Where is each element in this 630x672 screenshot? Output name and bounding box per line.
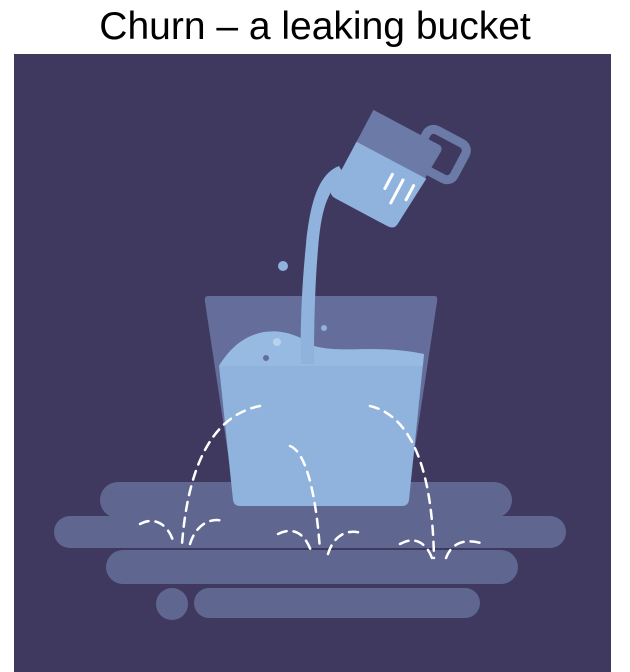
bubble bbox=[273, 338, 281, 346]
bubble bbox=[321, 325, 327, 331]
leaking-bucket-illustration bbox=[14, 54, 611, 672]
bubble bbox=[278, 261, 288, 271]
pitcher-marks bbox=[383, 172, 416, 205]
splash bbox=[138, 519, 176, 546]
leak-streams bbox=[138, 404, 486, 560]
splash bbox=[444, 540, 486, 560]
splash bbox=[188, 518, 228, 546]
splash bbox=[398, 539, 434, 560]
illustration-panel bbox=[14, 54, 611, 672]
pitcher-water bbox=[330, 141, 427, 228]
bubble bbox=[263, 355, 269, 361]
splash bbox=[326, 530, 366, 556]
pour-stream bbox=[300, 166, 346, 364]
puddle-bar bbox=[194, 588, 480, 618]
puddle-drop bbox=[156, 588, 188, 620]
water-surface bbox=[219, 331, 424, 366]
splash bbox=[276, 529, 314, 556]
leak-center bbox=[288, 444, 322, 552]
glass-water bbox=[219, 331, 424, 506]
leak-left bbox=[180, 404, 262, 546]
puddle-bar bbox=[106, 550, 518, 584]
puddle-bar bbox=[54, 516, 566, 548]
pitcher bbox=[330, 109, 471, 228]
diagram-title: Churn – a leaking bucket bbox=[99, 5, 531, 48]
